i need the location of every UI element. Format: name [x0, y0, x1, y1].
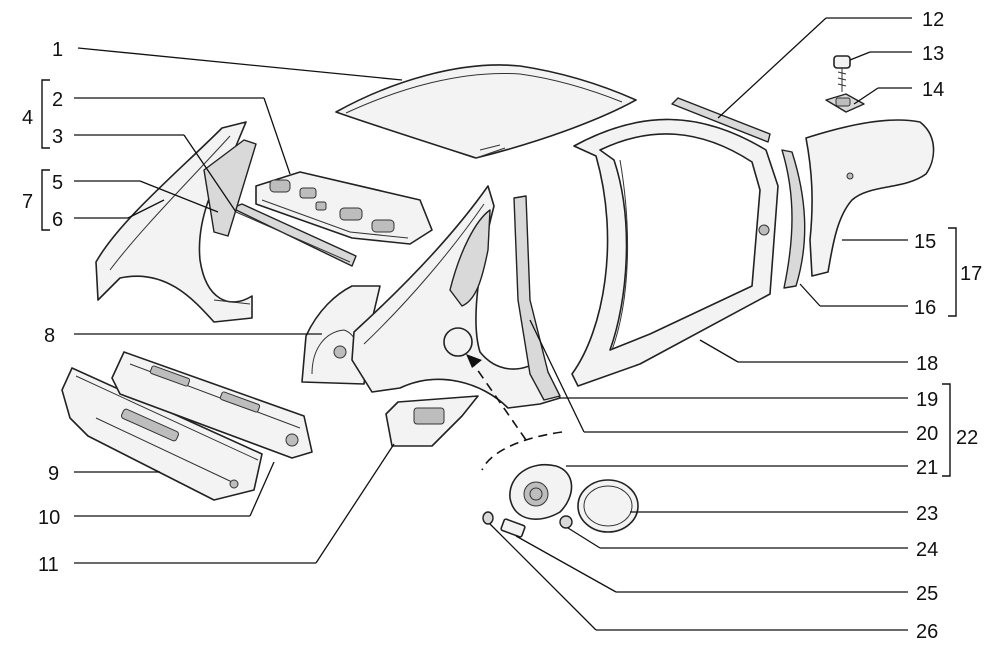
part-fuel-filler-door	[577, 479, 639, 533]
group-brackets	[41, 79, 957, 477]
callout-1: 1	[52, 39, 63, 61]
part-rear-quarter-panel	[351, 185, 561, 409]
callout-15: 15	[914, 231, 936, 253]
part-rear-door-pillar	[513, 195, 561, 401]
callout-23: 23	[916, 503, 938, 525]
callout-20: 20	[916, 423, 938, 445]
part-rear-parcel-shelf	[255, 171, 433, 245]
leader-lines	[74, 17, 912, 631]
callout-5: 5	[52, 172, 63, 194]
callout-13: 13	[922, 43, 944, 65]
callout-7: 7	[22, 191, 33, 213]
part-buffer	[559, 515, 573, 529]
callout-19: 19	[916, 389, 938, 411]
callout-10: 10	[38, 507, 60, 529]
callout-4: 4	[22, 107, 33, 129]
callout-12: 12	[922, 9, 944, 31]
callout-18: 18	[916, 353, 938, 375]
callout-21: 21	[916, 457, 938, 479]
part-bolt	[833, 55, 851, 92]
part-washer	[482, 511, 494, 525]
part-rear-side-lower-panel	[385, 395, 479, 447]
part-rear-panel	[111, 351, 313, 459]
callout-9: 9	[48, 463, 59, 485]
part-front-fender	[805, 119, 935, 277]
callout-16: 16	[914, 297, 936, 319]
callout-11: 11	[38, 554, 59, 576]
part-clip-nut	[825, 93, 865, 113]
part-rear-wheel-arch	[95, 121, 257, 323]
part-rear-bumper-beam	[61, 367, 263, 501]
callout-2: 2	[52, 89, 63, 111]
callout-14: 14	[922, 79, 944, 101]
part-roof-side-rail	[671, 97, 771, 143]
callout-25: 25	[916, 583, 938, 605]
part-body-side-frame	[571, 118, 779, 387]
part-roof-panel	[335, 64, 637, 159]
part-front-pillar-reinforcement	[781, 149, 806, 289]
callout-8: 8	[44, 325, 55, 347]
part-rear-cross-member	[231, 203, 357, 267]
callout-6: 6	[52, 209, 63, 231]
part-screw	[500, 518, 526, 538]
callout-24: 24	[916, 539, 938, 561]
callout-numbers: 1 2 3 4 5 6 7 8 9 10 11 12 13 14 15 16 1…	[22, 9, 982, 643]
assembly-arrow	[466, 354, 563, 471]
part-fuel-filler-housing	[509, 463, 573, 520]
callout-26: 26	[916, 621, 938, 643]
callout-3: 3	[52, 126, 63, 148]
callout-22: 22	[956, 427, 978, 449]
callout-17: 17	[960, 263, 982, 285]
